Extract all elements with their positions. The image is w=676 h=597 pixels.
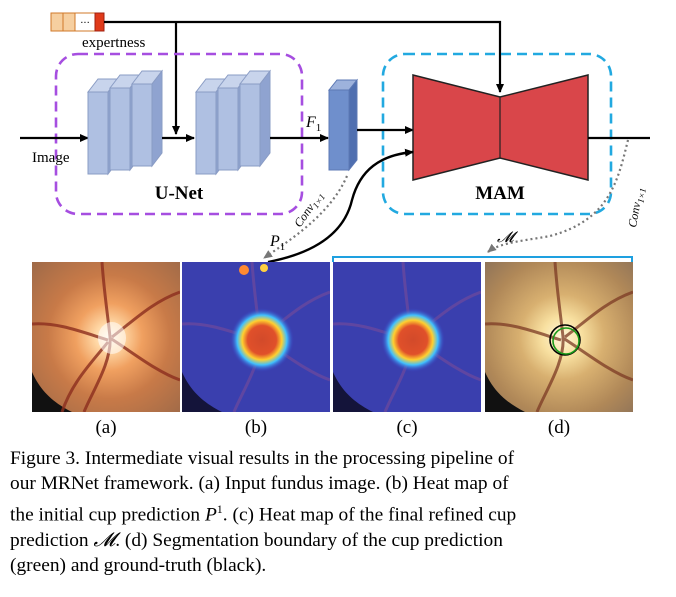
mam-box <box>381 52 613 216</box>
conv-label-right: Conv1×1 <box>625 186 648 229</box>
panel-c-heatmap <box>333 262 481 412</box>
f1-feature-block <box>327 78 359 172</box>
caption-line-3: the initial cup prediction P1. (c) Heat … <box>10 501 517 526</box>
conv-label-left: Conv1×1 <box>291 189 327 231</box>
expertness-token-icon: ··· <box>50 12 105 32</box>
mam-conv-arrow <box>487 139 630 253</box>
expertness-label: expertness <box>82 35 145 51</box>
panel-c-label: (c) <box>396 417 418 438</box>
caption-line-2: our MRNet framework. (a) Input fundus im… <box>10 473 509 495</box>
expertness-to-mam-arrow <box>104 20 504 93</box>
ground-truth-boundary <box>549 324 581 356</box>
unet-encoder-blocks <box>86 69 164 176</box>
svg-text:···: ··· <box>80 18 90 29</box>
feedback-arrow <box>267 148 414 262</box>
panel-a-fundus <box>32 262 180 412</box>
unet-decoder-blocks <box>194 69 272 176</box>
figure-caption: Figure 3. Intermediate visual results in… <box>10 446 665 579</box>
architecture-diagram: ··· expertness Image U-Net F1 <box>20 12 650 262</box>
prediction-boundary <box>552 327 580 355</box>
caption-line-5: (green) and ground-truth (black). <box>10 555 267 577</box>
mam-label: MAM <box>475 183 525 204</box>
unet-box <box>54 52 304 216</box>
panel-a-label: (a) <box>95 417 117 438</box>
caption-line-4: prediction 𝓜. (d) Segmentation boundary … <box>10 529 503 551</box>
panel-b-heatmap <box>182 262 330 412</box>
f1-label: F1 <box>305 114 321 134</box>
unet-label: U-Net <box>155 183 204 204</box>
p1-label: P1 <box>269 233 285 253</box>
m-label: 𝓜 <box>497 230 519 246</box>
caption-line-1: Figure 3. Intermediate visual results in… <box>10 448 515 469</box>
panel-b-label: (b) <box>244 417 268 438</box>
image-label: Image <box>32 150 70 166</box>
panel-bracket <box>332 256 633 262</box>
panel-d-boundary <box>485 262 633 412</box>
panel-d-label: (d) <box>547 417 571 438</box>
